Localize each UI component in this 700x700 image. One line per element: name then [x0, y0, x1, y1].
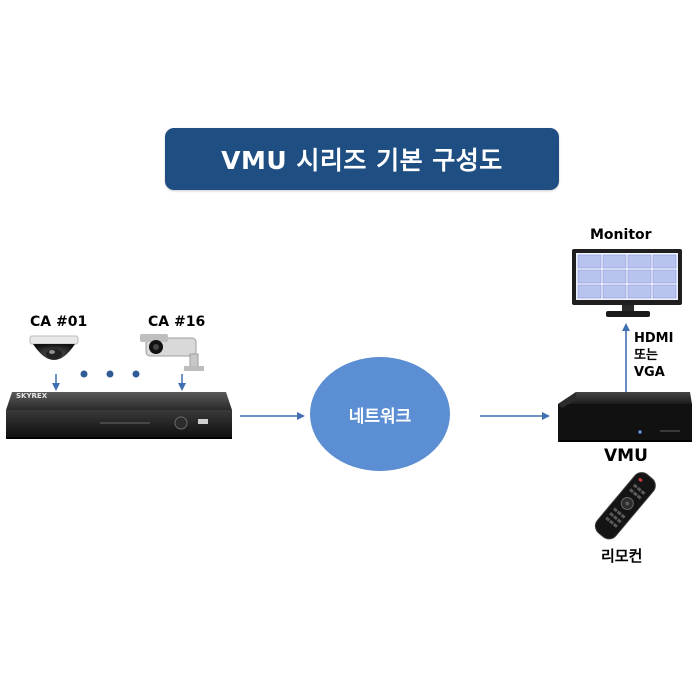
dvr-brand-label: SKYREX	[16, 392, 48, 400]
monitor-label: Monitor	[590, 227, 652, 243]
diagram-title-box: VMU 시리즈 기본 구성도	[165, 128, 559, 190]
monitor-icon	[572, 249, 682, 317]
network-cloud: 네트워크	[310, 357, 450, 471]
diagram-title: VMU 시리즈 기본 구성도	[221, 146, 503, 175]
dvr-device-icon	[6, 392, 232, 439]
network-label: 네트워크	[348, 406, 412, 427]
bullet-camera-icon	[140, 334, 204, 371]
camera-1-label: CA #01	[30, 314, 88, 330]
dome-camera-icon	[29, 335, 79, 360]
ellipsis-dots	[80, 370, 140, 378]
connection-type-label: HDMI 또는 VGA	[634, 331, 674, 380]
remote-control-label: 리모컨	[601, 547, 643, 565]
vmu-label: VMU	[604, 446, 648, 466]
camera-16-label: CA #16	[148, 314, 206, 330]
remote-control-icon	[594, 472, 656, 540]
vmu-device-icon	[558, 392, 692, 442]
